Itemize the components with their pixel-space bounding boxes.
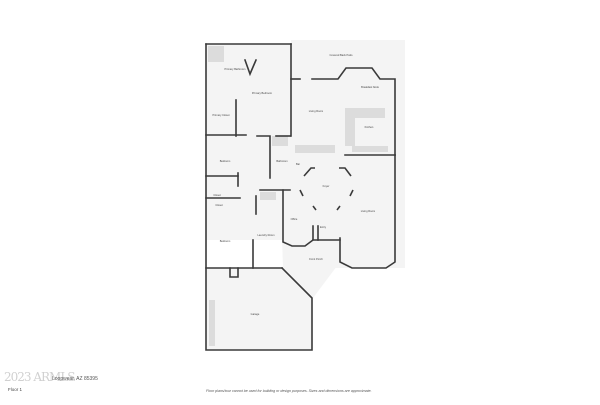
foyer-columns <box>299 167 354 211</box>
room-label-laundry-room: Laundry Room <box>257 234 275 237</box>
room-label-garage: Garage <box>250 313 260 316</box>
room-label-front-porch: Front Porch <box>309 258 323 261</box>
garage-shelf <box>209 300 215 346</box>
fixtures <box>208 46 388 346</box>
room-label-primary-closet: Primary Closet <box>212 114 230 117</box>
room-label-office: Office <box>290 218 298 221</box>
kitchen-counter-top <box>345 108 385 118</box>
room-label-breakfast-nook: Breakfast Nook <box>361 86 379 89</box>
garage-floor <box>206 268 312 350</box>
floor-label: Floor 1 <box>8 387 23 392</box>
room-label-bedroom: Bedroom <box>219 160 231 163</box>
disclaimer: Floor plans/tour cannot be used for buil… <box>206 389 372 393</box>
room-label-bathroom: Bathroom <box>276 160 288 163</box>
tub-fixture <box>208 46 224 62</box>
bath-vanity <box>272 136 288 146</box>
porch-floor <box>282 238 340 298</box>
laundry-machines <box>260 192 276 200</box>
kitchen-counter-bottom <box>352 146 388 152</box>
room-label-closet-2: Closet <box>215 204 223 207</box>
room-label-primary-bathroom: Primary Bathroom <box>224 68 246 71</box>
room-label-primary-bedroom: Primary Bedroom <box>251 92 273 95</box>
walls <box>205 43 396 351</box>
room-label-bedroom-2: Bedroom <box>219 240 231 243</box>
floor-areas <box>206 40 405 350</box>
bar-counter <box>295 145 335 153</box>
room-label-closet: Closet <box>213 194 221 197</box>
address: Loopwear, AZ 85395 <box>52 376 98 382</box>
room-label-living-room-2: Living Room <box>360 210 376 213</box>
room-label-covered-back-patio: Covered Back Patio <box>329 54 353 57</box>
room-label-living-room: Living Room <box>308 110 324 113</box>
room-label-bar: Bar <box>295 163 301 166</box>
watermark: 2023 ARMLS <box>4 370 76 384</box>
kitchen-counter-side <box>345 108 355 146</box>
room-label-foyer: Foyer <box>322 185 330 188</box>
east-wing-floor <box>291 40 405 268</box>
room-label-entry: Entry <box>319 226 327 229</box>
room-label-kitchen: Kitchen <box>364 126 374 129</box>
